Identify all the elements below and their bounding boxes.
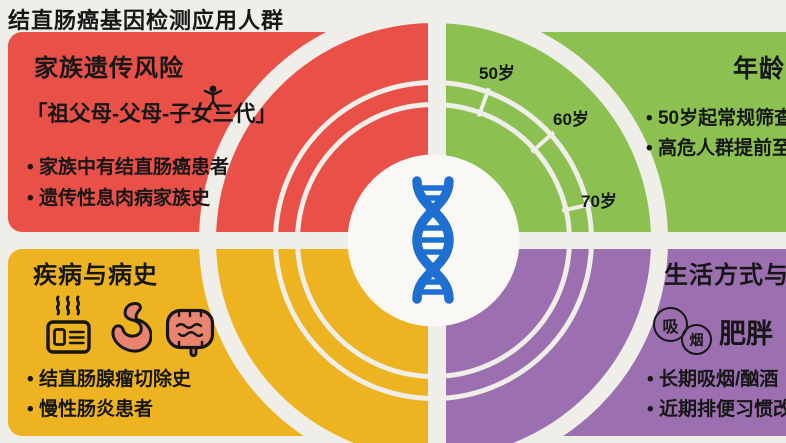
smoking-icon-yan: 烟 [681, 324, 712, 355]
medical-report-icon [46, 295, 91, 354]
stomach-icon [111, 301, 152, 353]
lifestyle-bullet-2: 近期排便习惯改 [647, 394, 786, 421]
obesity-label: 肥胖 [719, 319, 773, 349]
family-generations-highlight: 「祖父母-父母-子女三代」 [26, 102, 277, 126]
disease-heading: 疾病与病史 [33, 262, 158, 289]
family-heading: 家族遗传风险 [34, 55, 184, 82]
family-bullet-1: 家族中有结直肠癌患者 [27, 152, 229, 179]
family-bullet-2: 遗传性息肉病家族史 [27, 183, 210, 210]
age-bullet-1: 50岁起常规筛查 [646, 103, 786, 130]
disease-bullet-2: 慢性肠炎患者 [27, 394, 153, 421]
age-divider-60 [530, 130, 556, 154]
cheering-person-icon [203, 85, 223, 111]
age-divider-50 [476, 87, 491, 118]
smoking-icon-xi: 吸 [653, 307, 688, 342]
lifestyle-bullet-1: 长期吸烟/酗酒 [647, 364, 778, 391]
ring-label-70: 70岁 [581, 192, 617, 211]
page-title: 结直肠癌基因检测应用人群 [8, 8, 285, 33]
disease-bullet-1: 结直肠腺瘤切除史 [27, 364, 191, 391]
lifestyle-heading: 生活方式与 [664, 262, 786, 289]
intestine-icon [165, 308, 215, 358]
age-heading: 年龄 [733, 55, 786, 83]
ring-label-60: 60岁 [553, 110, 589, 129]
age-divider-70 [561, 202, 592, 213]
age-bullet-2: 高危人群提前至 [646, 133, 786, 160]
ring-label-50: 50岁 [479, 64, 515, 83]
dna-helix-icon [412, 176, 454, 304]
